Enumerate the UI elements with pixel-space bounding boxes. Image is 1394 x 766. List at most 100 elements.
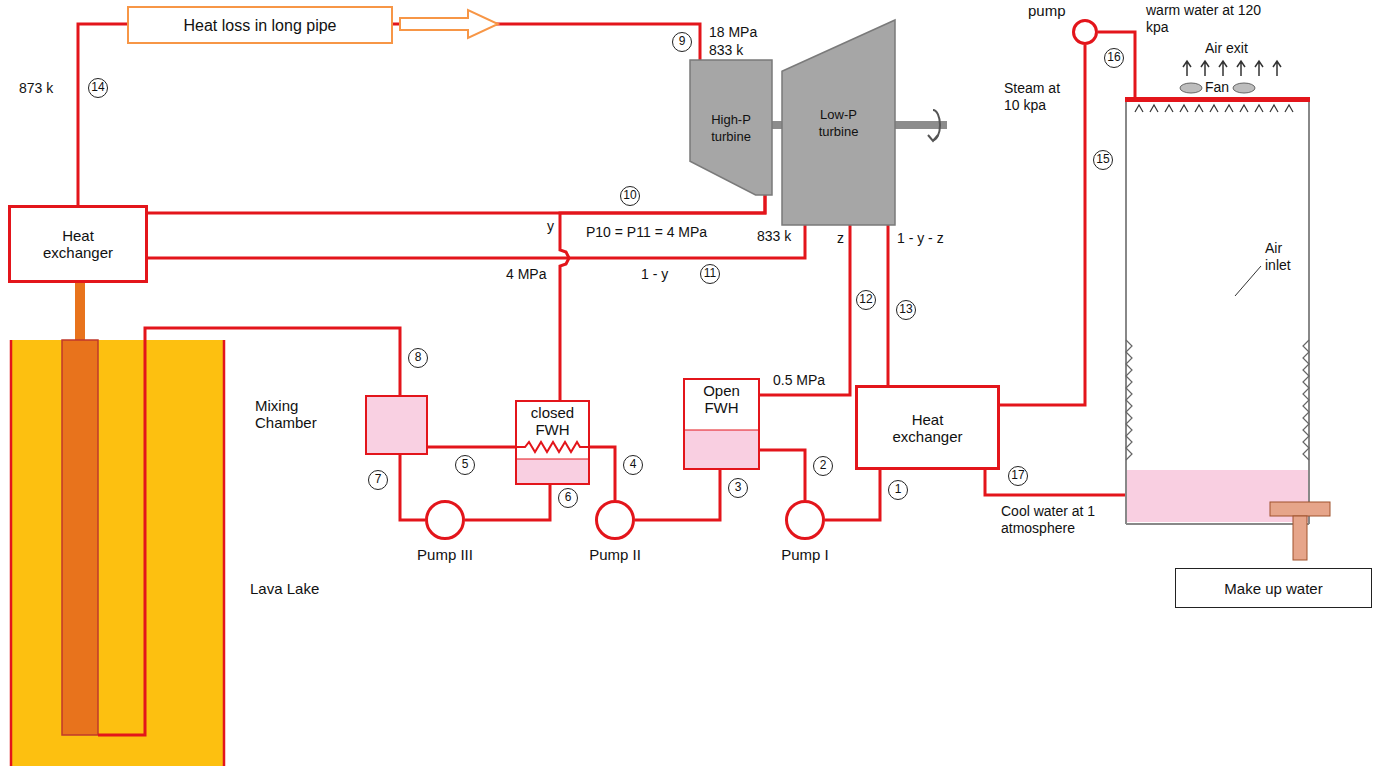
node-label: Pump III [405, 546, 485, 563]
hollow-arrow [400, 10, 498, 38]
annotation-label: y [546, 218, 555, 235]
pump-symbol [597, 502, 634, 539]
lava-outline [10, 340, 225, 766]
lava-lake: Lava Lake [10, 340, 225, 766]
circle-outline [785, 500, 825, 540]
turbine-body [690, 60, 772, 195]
air-arrow [1255, 61, 1263, 76]
node-label: Mixing Chamber [255, 397, 350, 431]
spray-mark [1135, 105, 1143, 112]
annotation-label: warm water at 120 kpa [1145, 2, 1277, 36]
lava-tube [62, 340, 98, 735]
callout-number: 16 [1104, 48, 1124, 68]
callout-box: Heat loss in long pipe [127, 6, 393, 44]
water-level [685, 430, 758, 431]
lake-wall [10, 340, 13, 766]
pump-circle: Pump I [785, 500, 825, 540]
heat-exchanger-box: Heat exchanger [8, 205, 148, 283]
make-up-faucet [1270, 502, 1330, 516]
node-label: Air inlet [1265, 240, 1307, 274]
spray-mark [1240, 105, 1248, 112]
pipe-connector [887, 225, 890, 385]
tower-outline [1125, 40, 1310, 525]
pipe-connector [1000, 45, 1085, 405]
annotation-label: 833 k [708, 42, 744, 59]
open-feedwater-heater: Open FWH [683, 378, 760, 470]
pipe-connector [428, 446, 515, 449]
node-label: Low-P turbine [809, 106, 869, 140]
spray-mark [1180, 105, 1188, 112]
pump-circle: Pump II [595, 500, 635, 540]
spray-mark [1255, 105, 1263, 112]
note-box: Make up water [1175, 568, 1372, 608]
node-label: Pump II [575, 546, 655, 563]
pipe-connector [400, 455, 425, 520]
annotation-label: Cool water at 1 atmosphere [1000, 503, 1122, 537]
circle-outline [425, 500, 465, 540]
annotation-label: 18 MPa [708, 24, 758, 41]
air-arrow [1201, 61, 1209, 76]
callout-number: 5 [455, 455, 475, 475]
spray-mark [1270, 105, 1278, 112]
hp-outline [690, 60, 772, 195]
callout-number: 15 [1093, 150, 1113, 170]
node-label: Open FWH [697, 382, 747, 416]
pump-circle: pump [1072, 19, 1098, 45]
annotation-label: 833 k [756, 228, 792, 245]
pipe-connector [760, 450, 805, 500]
air-arrow [1273, 61, 1281, 76]
tower-wall [1308, 102, 1310, 524]
spray-mark [1225, 105, 1233, 112]
callout-number: 3 [728, 478, 748, 498]
inlet-pipe [1134, 40, 1137, 98]
make-up-faucet [1293, 516, 1307, 560]
pipe-connector [148, 225, 805, 258]
callout-number: 6 [558, 488, 578, 508]
pipe-connector [465, 485, 550, 520]
air-arrow [1183, 61, 1191, 76]
pump-symbol [427, 502, 464, 539]
cooling-tower: Air exitFanAir inlet [1125, 40, 1310, 525]
return-tube [98, 340, 145, 735]
pipe-connector [772, 121, 782, 129]
annotation-label: 1 - y [640, 266, 669, 283]
spray-mark [1150, 105, 1158, 112]
fan-blade [1180, 83, 1202, 93]
node-label: Air exit [1205, 40, 1248, 57]
node-label: High-P turbine [701, 111, 761, 145]
annotation-label: 1 - y - z [896, 230, 945, 247]
node-label: pump [1028, 2, 1066, 19]
callout-number: 12 [856, 290, 876, 310]
pipe-connector [148, 195, 765, 213]
callout-number: 10 [620, 186, 640, 206]
pipe-connector [635, 470, 720, 520]
node-label: Lava Lake [250, 580, 319, 597]
callout-number: 17 [1008, 466, 1028, 486]
circle-outline [1072, 19, 1098, 45]
node-label: Fan [1205, 79, 1229, 96]
turbine-shape: High-P turbine [690, 60, 772, 195]
callout-number: 4 [623, 455, 643, 475]
lava-fill [10, 340, 225, 766]
air-inlet-louver [1126, 340, 1132, 460]
closed-feedwater-heater: closed FWH [515, 400, 590, 485]
turbine-shape: Low-P turbine [782, 20, 895, 225]
node-label: Make up water [1224, 580, 1322, 597]
annotation-label: 873 k [18, 80, 54, 97]
annotation-label: 4 MPa [505, 266, 547, 283]
node-label: Heat exchanger [888, 411, 968, 445]
pipe-connector [760, 225, 850, 395]
pump-circle: Pump III [425, 500, 465, 540]
leader-line [1235, 266, 1261, 296]
lake-wall [223, 340, 226, 766]
annotation-label: P10 = P11 = 4 MPa [585, 224, 708, 241]
callout-number: 8 [408, 348, 428, 368]
annotation-label: Steam at 10 kpa [1003, 80, 1080, 114]
callout-number: 9 [672, 32, 692, 52]
feedwater-pool [685, 430, 758, 468]
pump-symbol [787, 502, 824, 539]
pipe-connector [1098, 32, 1135, 40]
